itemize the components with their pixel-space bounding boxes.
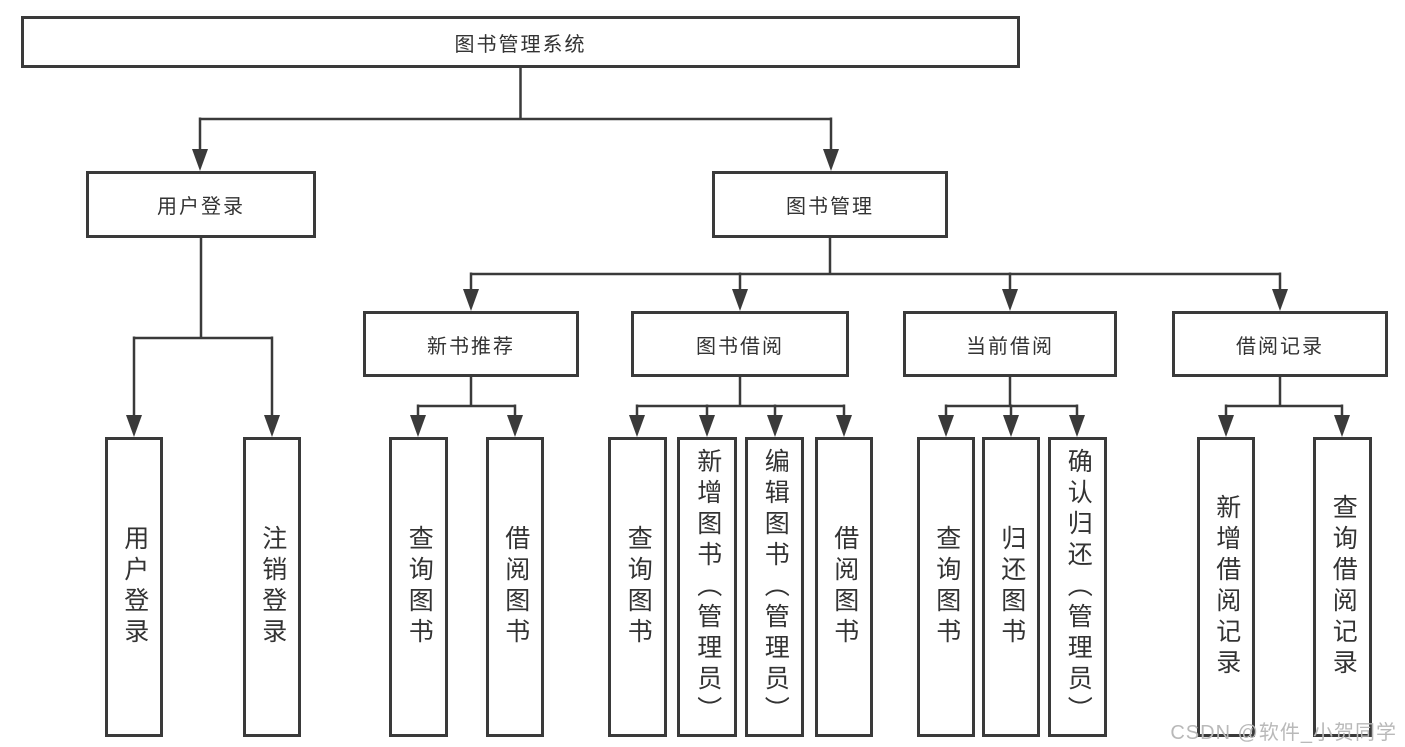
leaf-add-borrow-record: 新增借阅记录 bbox=[1197, 437, 1255, 737]
node-label: 归还图书 bbox=[997, 525, 1026, 649]
arrow-down-icon bbox=[1002, 289, 1018, 311]
arrow-down-icon bbox=[192, 149, 208, 171]
node-label: 编辑图书（管理员） bbox=[761, 447, 790, 727]
node-label: 查询图书 bbox=[624, 525, 653, 649]
arrow-down-icon bbox=[264, 415, 280, 437]
arrowheads bbox=[126, 149, 1350, 437]
leaf-borrow-books: 借阅图书 bbox=[486, 437, 544, 737]
leaf-confirm-return-admin: 确认归还（管理员） bbox=[1048, 437, 1107, 737]
node-label: 用户登录 bbox=[157, 196, 245, 218]
node-borrow-records: 借阅记录 bbox=[1172, 311, 1388, 377]
leaf-query-borrow-record: 查询借阅记录 bbox=[1313, 437, 1372, 737]
node-label: 用户登录 bbox=[120, 525, 149, 649]
connector-book-management bbox=[469, 238, 1282, 292]
node-label: 注销登录 bbox=[258, 525, 287, 649]
leaf-query-books: 查询图书 bbox=[917, 437, 975, 737]
connector-root bbox=[198, 68, 833, 152]
node-user-login: 用户登录 bbox=[86, 171, 316, 238]
arrow-down-icon bbox=[732, 289, 748, 311]
connector-borrow-records bbox=[1224, 377, 1344, 418]
leaf-add-books-admin: 新增图书（管理员） bbox=[677, 437, 737, 737]
node-label: 借阅图书 bbox=[501, 525, 530, 649]
csdn-watermark: CSDN @软件_小贺同学 bbox=[1170, 722, 1397, 744]
arrow-down-icon bbox=[1218, 415, 1234, 437]
node-label: 图书借阅 bbox=[696, 335, 784, 358]
leaf-user-login: 用户登录 bbox=[105, 437, 163, 737]
arrow-down-icon bbox=[507, 415, 523, 437]
connector-user-login bbox=[132, 238, 274, 418]
arrow-down-icon bbox=[629, 415, 645, 437]
arrow-down-icon bbox=[699, 415, 715, 437]
leaf-logout: 注销登录 bbox=[243, 437, 301, 737]
node-current-borrow: 当前借阅 bbox=[903, 311, 1117, 377]
node-label: 图书管理系统 bbox=[454, 33, 587, 56]
connector-book-borrow bbox=[635, 377, 846, 418]
leaf-edit-books-admin: 编辑图书（管理员） bbox=[745, 437, 804, 737]
node-book-management: 图书管理 bbox=[712, 171, 948, 238]
node-label: 当前借阅 bbox=[966, 335, 1054, 358]
connector-new-book bbox=[416, 377, 517, 418]
node-label: 查询借阅记录 bbox=[1329, 494, 1358, 680]
arrow-down-icon bbox=[463, 289, 479, 311]
arrow-down-icon bbox=[1069, 415, 1085, 437]
leaf-query-books: 查询图书 bbox=[389, 437, 448, 737]
node-label: 新书推荐 bbox=[427, 335, 515, 358]
leaf-borrow-books: 借阅图书 bbox=[815, 437, 873, 737]
node-label: 借阅记录 bbox=[1236, 335, 1324, 358]
arrow-down-icon bbox=[410, 415, 426, 437]
leaf-return-books: 归还图书 bbox=[982, 437, 1040, 737]
node-label: 新增图书（管理员） bbox=[693, 447, 722, 727]
node-label: 图书管理 bbox=[786, 196, 874, 218]
node-label: 确认归还（管理员） bbox=[1064, 447, 1093, 727]
node-label: 新增借阅记录 bbox=[1212, 494, 1241, 680]
node-new-book-recommend: 新书推荐 bbox=[363, 311, 579, 377]
node-label: 借阅图书 bbox=[830, 525, 859, 649]
node-label: 查询图书 bbox=[932, 525, 961, 649]
arrow-down-icon bbox=[767, 415, 783, 437]
arrow-down-icon bbox=[938, 415, 954, 437]
arrow-down-icon bbox=[1003, 415, 1019, 437]
node-book-borrow: 图书借阅 bbox=[631, 311, 849, 377]
connector-current-borrow bbox=[944, 377, 1079, 418]
leaf-query-books: 查询图书 bbox=[608, 437, 667, 737]
arrow-down-icon bbox=[1334, 415, 1350, 437]
node-label: 查询图书 bbox=[405, 525, 434, 649]
node-library-system: 图书管理系统 bbox=[21, 16, 1020, 68]
arrow-down-icon bbox=[836, 415, 852, 437]
arrow-down-icon bbox=[126, 415, 142, 437]
arrow-down-icon bbox=[1272, 289, 1288, 311]
arrow-down-icon bbox=[823, 149, 839, 171]
